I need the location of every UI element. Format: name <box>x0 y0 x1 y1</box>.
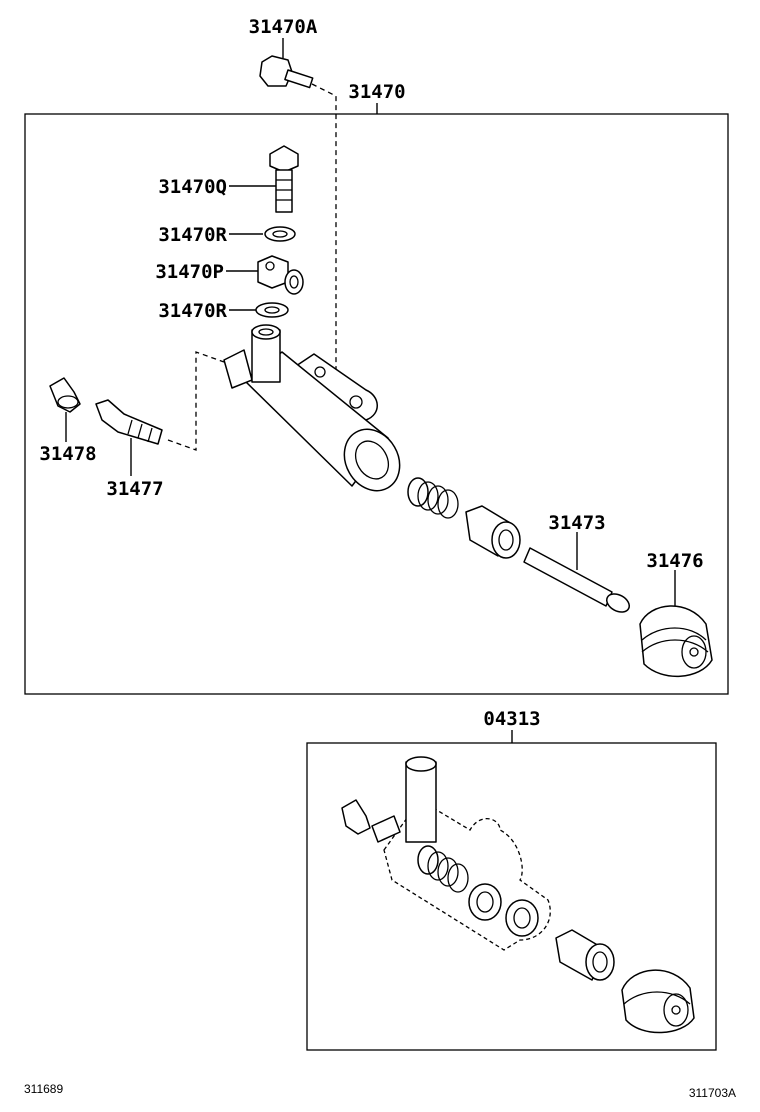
spring-part <box>407 477 459 519</box>
label-31470: 31470 <box>348 81 405 103</box>
label-31470Q: 31470Q <box>158 176 227 198</box>
label-31473: 31473 <box>548 512 605 534</box>
bolt-path-dashed-line <box>311 83 337 398</box>
washer-31470R-upper-part <box>264 226 296 242</box>
label-31470R-upper: 31470R <box>158 224 227 246</box>
piston-part <box>465 505 521 559</box>
clutch-cylinder-31470-part <box>223 324 401 492</box>
bleeder-path-dashed-line <box>167 351 225 451</box>
washer-31470R-lower-part <box>255 302 289 318</box>
bolt-31470A-part <box>259 55 314 89</box>
label-31470R-lower: 31470R <box>158 300 227 322</box>
union-bolt-31470Q-part <box>269 145 299 213</box>
label-31470P: 31470P <box>155 261 224 283</box>
label-31477: 31477 <box>106 478 163 500</box>
boot-31476-part <box>639 605 713 677</box>
repair-kit-04313-parts <box>341 756 695 1034</box>
bleeder-cap-31478-part <box>49 377 81 413</box>
bleeder-plug-31477-part <box>95 399 163 445</box>
union-31470P-part <box>257 255 304 295</box>
push-rod-31473-part <box>523 547 630 613</box>
footer-right-code: 311703A <box>689 1086 736 1100</box>
label-31478: 31478 <box>39 443 96 465</box>
label-31476: 31476 <box>646 550 703 572</box>
label-31470A: 31470A <box>249 16 318 38</box>
label-04313: 04313 <box>483 708 540 730</box>
footer-left-code: 311689 <box>24 1082 63 1096</box>
